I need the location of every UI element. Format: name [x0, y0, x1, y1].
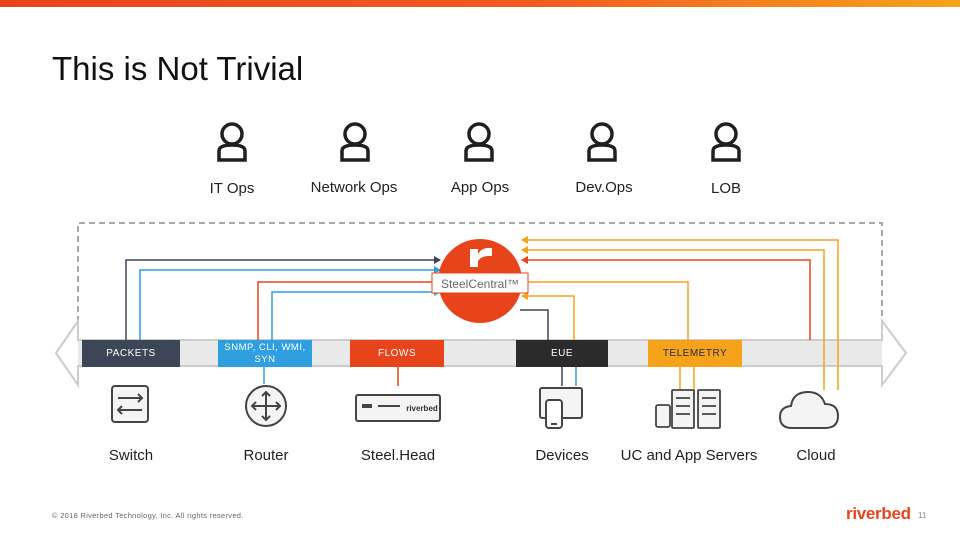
person-icon-devops — [587, 122, 617, 162]
flow-line-cloud — [522, 239, 839, 390]
person-icon-network-ops — [340, 122, 370, 162]
top-accent-bar — [0, 0, 960, 7]
chip-flows: FLOWS — [350, 340, 444, 367]
persona-label-lob: LOB — [710, 180, 741, 197]
person-icon-it-ops — [217, 122, 247, 162]
flow-line-telemetry-b — [522, 259, 811, 340]
arrowhead-9 — [521, 292, 528, 300]
hub-r-glyph — [470, 247, 492, 267]
hub-label-bar — [431, 272, 529, 294]
device-label-cloud: Cloud — [796, 447, 836, 464]
chip-eue: EUE — [516, 340, 608, 367]
switch-icon — [111, 385, 149, 423]
page-title: This is Not Trivial — [52, 50, 304, 87]
steelhead-appliance-icon: riverbed — [355, 394, 441, 422]
riverbed-logo: riverbed — [846, 504, 911, 523]
person-icon-lob — [711, 122, 741, 162]
flow-line-telemetry-a — [522, 281, 689, 340]
chip-snmp: SNMP, CLI, WMI, SYN — [218, 340, 312, 367]
flow-line-router-b — [271, 291, 440, 340]
band-fill — [78, 341, 882, 365]
person-icon-app-ops — [464, 122, 494, 162]
copyright-text: © 2018 Riverbed Technology, Inc. All rig… — [52, 511, 244, 520]
persona-label-network-ops: Network Ops — [310, 179, 398, 196]
device-label-devices: Devices — [535, 447, 589, 464]
arrowhead-2 — [434, 266, 441, 274]
chip-packets: PACKETS — [82, 340, 180, 367]
device-label-switch: Switch — [108, 447, 154, 464]
router-icon — [245, 385, 287, 427]
devices-icon — [539, 387, 583, 429]
arrowhead-6 — [521, 246, 528, 254]
flow-line-eue — [520, 309, 549, 340]
steelcentral-hub: SteelCentral™ — [431, 239, 529, 323]
arrowhead-1 — [434, 256, 441, 264]
device-label-steelhead: Steel.Head — [360, 447, 436, 464]
device-label-router: Router — [243, 447, 289, 464]
persona-label-app-ops: App Ops — [450, 179, 510, 196]
uc-servers-icon — [655, 389, 721, 429]
cloud-icon — [778, 390, 840, 429]
flow-line-eue-right — [522, 295, 575, 340]
flow-line-packets-a — [125, 259, 440, 340]
page-number: 11 — [918, 511, 927, 520]
hub-label: SteelCentral™ — [441, 277, 519, 291]
persona-label-devops: Dev.Ops — [575, 179, 633, 196]
flow-line-router-a — [257, 281, 440, 340]
arrowhead-7 — [521, 256, 528, 264]
device-label-uc-servers: UC and App Servers — [620, 447, 758, 464]
flow-line-telemetry-c — [522, 249, 825, 390]
flow-line-packets-b — [139, 269, 440, 340]
chip-telemetry: TELEMETRY — [648, 340, 742, 367]
persona-label-it-ops: IT Ops — [209, 180, 255, 197]
arrowhead-5 — [521, 236, 528, 244]
dashed-enclosure — [77, 222, 883, 322]
appliance-brand-text: riverbed — [406, 404, 438, 413]
